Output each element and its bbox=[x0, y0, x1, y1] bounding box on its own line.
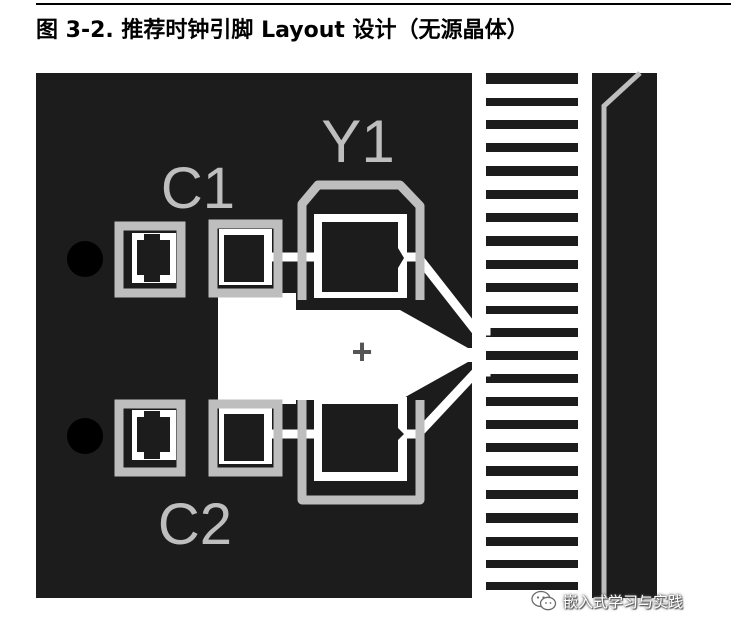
capacitor-c1-silkscreen bbox=[114, 219, 283, 298]
crystal-y1-silkscreen bbox=[297, 180, 425, 505]
caption-rule bbox=[36, 3, 731, 5]
label-c1: C1 bbox=[161, 156, 235, 221]
watermark-text: 嵌入式学习与实践 bbox=[563, 592, 684, 611]
chip-outline-silkscreen bbox=[601, 71, 642, 598]
wechat-icon bbox=[531, 590, 557, 611]
label-c2: C2 bbox=[158, 492, 232, 557]
via-ground-1 bbox=[67, 241, 103, 277]
label-y1: Y1 bbox=[321, 108, 394, 175]
pad-inner-dark bbox=[137, 222, 404, 472]
chip-pin-array bbox=[472, 73, 592, 598]
figure-caption: 图 3-2. 推荐时钟引脚 Layout 设计（无源晶体） bbox=[36, 18, 529, 43]
ground-copper-pour bbox=[218, 293, 486, 404]
center-cross-mark: + bbox=[351, 331, 372, 372]
capacitor-c2-silkscreen bbox=[114, 399, 283, 477]
watermark: 嵌入式学习与实践 bbox=[531, 588, 683, 614]
via-ground-2 bbox=[67, 418, 103, 454]
